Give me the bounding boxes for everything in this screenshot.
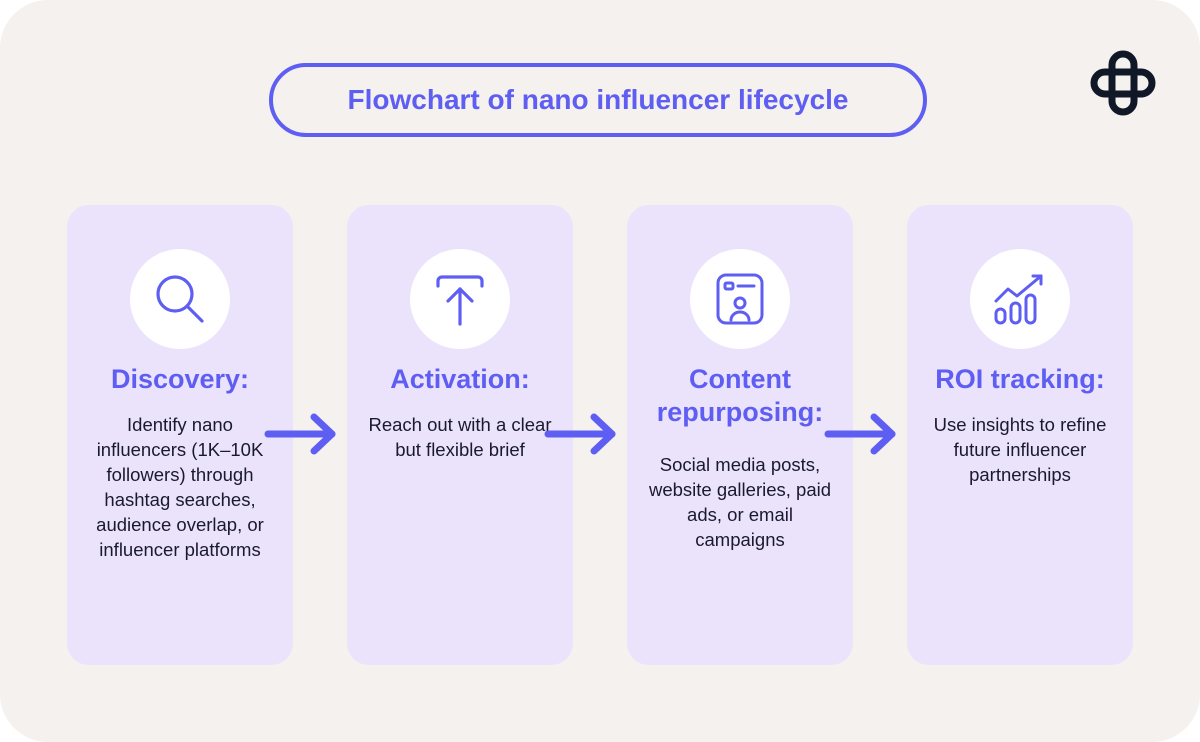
icon-circle	[970, 249, 1070, 349]
step-description: Use insights to refine future influencer…	[933, 414, 1107, 485]
step-title: ROI tracking:	[935, 364, 1105, 394]
step-description: Reach out with a clear but flexible brie…	[368, 414, 552, 460]
upload-arrow-icon	[436, 275, 484, 326]
arrow-right-icon	[824, 413, 896, 455]
step-title: Content repurposing:	[656, 364, 824, 427]
chart-growth-icon	[994, 274, 1043, 325]
arrow-right-icon	[264, 413, 336, 455]
step-description: Identify nano influencers (1K–10K follow…	[96, 414, 264, 560]
search-icon	[156, 275, 204, 323]
interlocking-loops-logo	[1090, 50, 1156, 116]
arrow-right-icon	[544, 413, 616, 455]
step-card-roi-tracking: ROI tracking: Use insights to refine fut…	[907, 205, 1133, 665]
step-card-discovery: Discovery: Identify nano influencers (1K…	[67, 205, 293, 665]
step-title: Discovery:	[110, 364, 250, 394]
page-title: Flowchart of nano influencer lifecycle	[347, 84, 849, 115]
step-title: Activation:	[390, 364, 530, 394]
step-card-content-repurposing: Content repurposing: Social media posts,…	[627, 205, 853, 665]
icon-circle	[130, 249, 230, 349]
step-description: Social media posts, website galleries, p…	[648, 454, 832, 550]
icon-circle	[690, 249, 790, 349]
title-pill: Flowchart of nano influencer lifecycle	[269, 63, 927, 137]
step-card-activation: Activation: Reach out with a clear but f…	[347, 205, 573, 665]
profile-content-icon	[716, 273, 764, 325]
icon-circle	[410, 249, 510, 349]
